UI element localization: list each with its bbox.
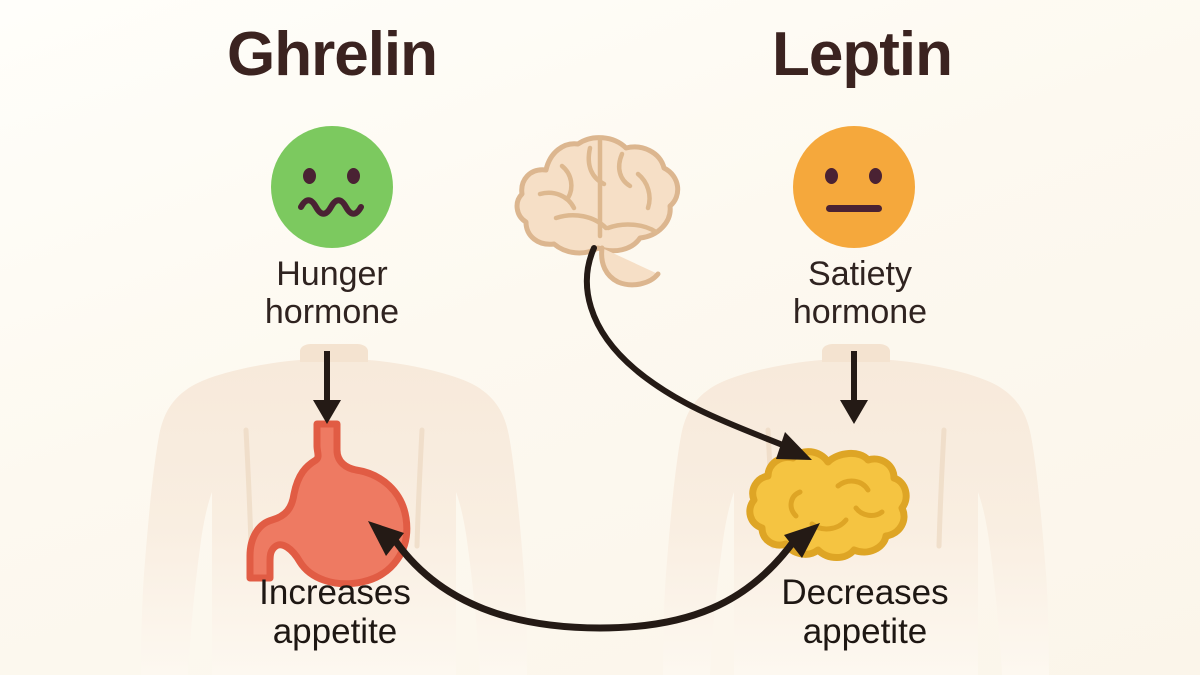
increases-appetite-label: Increases appetite bbox=[155, 573, 515, 651]
decreases-appetite-line1: Decreases bbox=[781, 573, 949, 612]
brain-icon bbox=[514, 135, 681, 288]
flat-mouth-icon bbox=[826, 205, 882, 212]
increases-appetite-line1: Increases bbox=[259, 573, 411, 612]
neutral-orange-face-icon bbox=[793, 126, 915, 248]
face-eye-left bbox=[303, 168, 316, 184]
worried-green-face-icon bbox=[271, 126, 393, 248]
ghrelin-to-stomach-arrow bbox=[313, 351, 341, 424]
satiety-hormone-line2: hormone bbox=[792, 293, 928, 332]
fat-tissue-icon bbox=[746, 448, 910, 561]
face-eye-right bbox=[347, 168, 360, 184]
satiety-hormone-line1: Satiety bbox=[808, 255, 912, 293]
hunger-hormone-line2: hormone bbox=[264, 293, 400, 332]
hunger-hormone-line1: Hunger bbox=[276, 255, 388, 293]
hunger-hormone-label: Hunger hormone bbox=[167, 255, 497, 331]
stomach-icon bbox=[246, 420, 411, 588]
satiety-hormone-label: Satiety hormone bbox=[695, 255, 1025, 331]
decreases-appetite-line2: appetite bbox=[802, 612, 928, 652]
increases-appetite-line2: appetite bbox=[272, 612, 398, 652]
stomach-fat-feedback-arrow bbox=[368, 521, 820, 632]
decreases-appetite-label: Decreases appetite bbox=[685, 573, 1045, 651]
face-eye-left bbox=[825, 168, 838, 184]
leptin-to-fat-arrow bbox=[840, 351, 868, 424]
wavy-mouth-icon bbox=[298, 197, 364, 217]
ghrelin-face-icon bbox=[271, 126, 393, 248]
leptin-title: Leptin bbox=[772, 20, 953, 89]
brain-to-fat-arrow bbox=[583, 245, 812, 460]
ghrelin-title: Ghrelin bbox=[226, 20, 438, 89]
leptin-face-icon bbox=[793, 126, 915, 248]
face-eye-right bbox=[869, 168, 882, 184]
